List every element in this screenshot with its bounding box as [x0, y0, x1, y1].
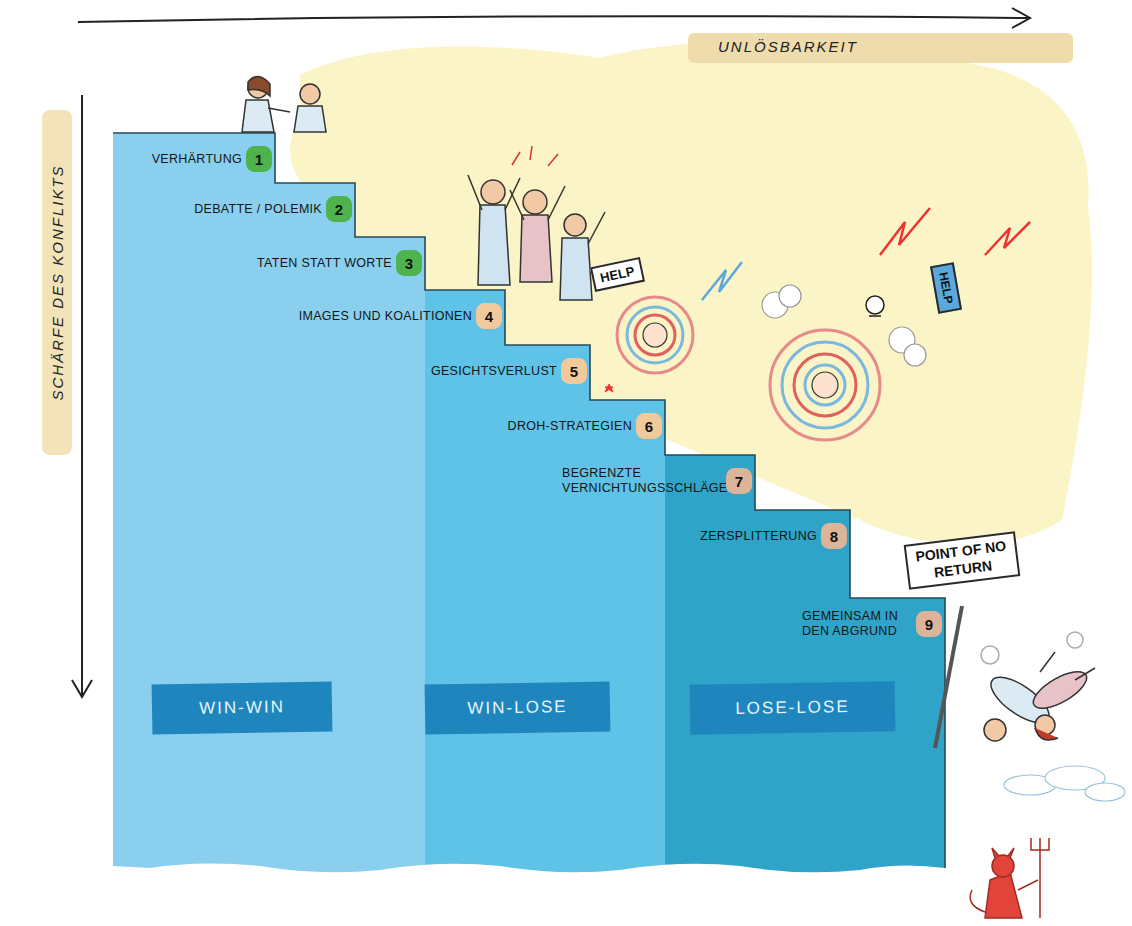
axis-arrow [81, 95, 83, 695]
sign-text: HELP [599, 264, 636, 286]
stage-number: 5 [561, 358, 587, 384]
lightning [702, 262, 742, 300]
fighting-people [468, 146, 605, 300]
stage-number: 4 [476, 303, 502, 329]
stage-name: GEMEINSAM IN DEN ABGRUND [802, 609, 912, 639]
stage-name: ZERSPLITTERUNG [700, 529, 817, 544]
axis-label: UNLÖSBARKEIT [718, 38, 858, 55]
sign-text: POINT OF NO RETURN [915, 538, 1007, 580]
sign-board: POINT OF NO RETURN [904, 531, 1021, 589]
devil [970, 838, 1049, 918]
stage-name: DROH-STRATEGIEN [508, 419, 632, 434]
stage-label: GESICHTSVERLUST 5 [431, 358, 587, 384]
stage-name: GESICHTSVERLUST [431, 364, 557, 379]
axis-arrow [78, 16, 1028, 22]
band-label: LOSE-LOSE [735, 697, 850, 719]
stage-label: VERHÄRTUNG 1 [152, 146, 272, 172]
stage-name: BEGRENZTE VERNICHTUNGSSCHLÄGE [562, 466, 722, 496]
axis-arrowhead [72, 680, 92, 697]
lightning [985, 222, 1030, 255]
stage-label: GEMEINSAM IN DEN ABGRUND9 [802, 609, 942, 639]
stage-name: IMAGES UND KOALITIONEN [299, 309, 472, 324]
axis-highlight [688, 33, 1073, 63]
axis-label: SCHÄRFE DES KONFLIKTS [49, 164, 66, 400]
stage-number: 8 [821, 523, 847, 549]
clouds [1004, 766, 1125, 801]
outcome-band: WIN-LOSE [425, 681, 611, 734]
band-label: WIN-LOSE [467, 697, 567, 719]
staircase [113, 133, 945, 872]
stage-number: 6 [636, 413, 662, 439]
stage-number: 9 [916, 611, 942, 637]
stage-name: TATEN STATT WORTE [257, 256, 392, 271]
outcome-band: LOSE-LOSE [690, 681, 896, 735]
stage-label: TATEN STATT WORTE 3 [257, 250, 422, 276]
stage-label: BEGRENZTE VERNICHTUNGSSCHLÄGE7 [562, 466, 752, 496]
explosion [762, 285, 926, 440]
lightning [880, 208, 930, 255]
sign-board: HELP [590, 257, 645, 292]
stage-name: DEBATTE / POLEMIK [194, 202, 322, 217]
outcome-band: WIN-WIN [152, 681, 333, 734]
stage-number: 1 [246, 146, 272, 172]
stage-label: DROH-STRATEGIEN 6 [508, 413, 662, 439]
stage-number: 3 [396, 250, 422, 276]
stage-label: DEBATTE / POLEMIK 2 [194, 196, 352, 222]
stage-label: ZERSPLITTERUNG 8 [700, 523, 847, 549]
band-label: WIN-WIN [199, 697, 285, 718]
stage-number: 7 [726, 468, 752, 494]
yellow-cloud [290, 70, 550, 230]
sign-text: HELP [936, 271, 955, 305]
axis-arrowhead [1012, 8, 1030, 28]
falling-people [981, 632, 1095, 741]
sign-board: HELP [930, 262, 962, 313]
stage-label: IMAGES UND KOALITIONEN 4 [299, 303, 502, 329]
axis-highlight [42, 110, 72, 455]
arguing-people [242, 76, 326, 132]
stage-number: 2 [326, 196, 352, 222]
stage-name: VERHÄRTUNG [152, 152, 242, 167]
conflict-swirl [605, 297, 693, 392]
